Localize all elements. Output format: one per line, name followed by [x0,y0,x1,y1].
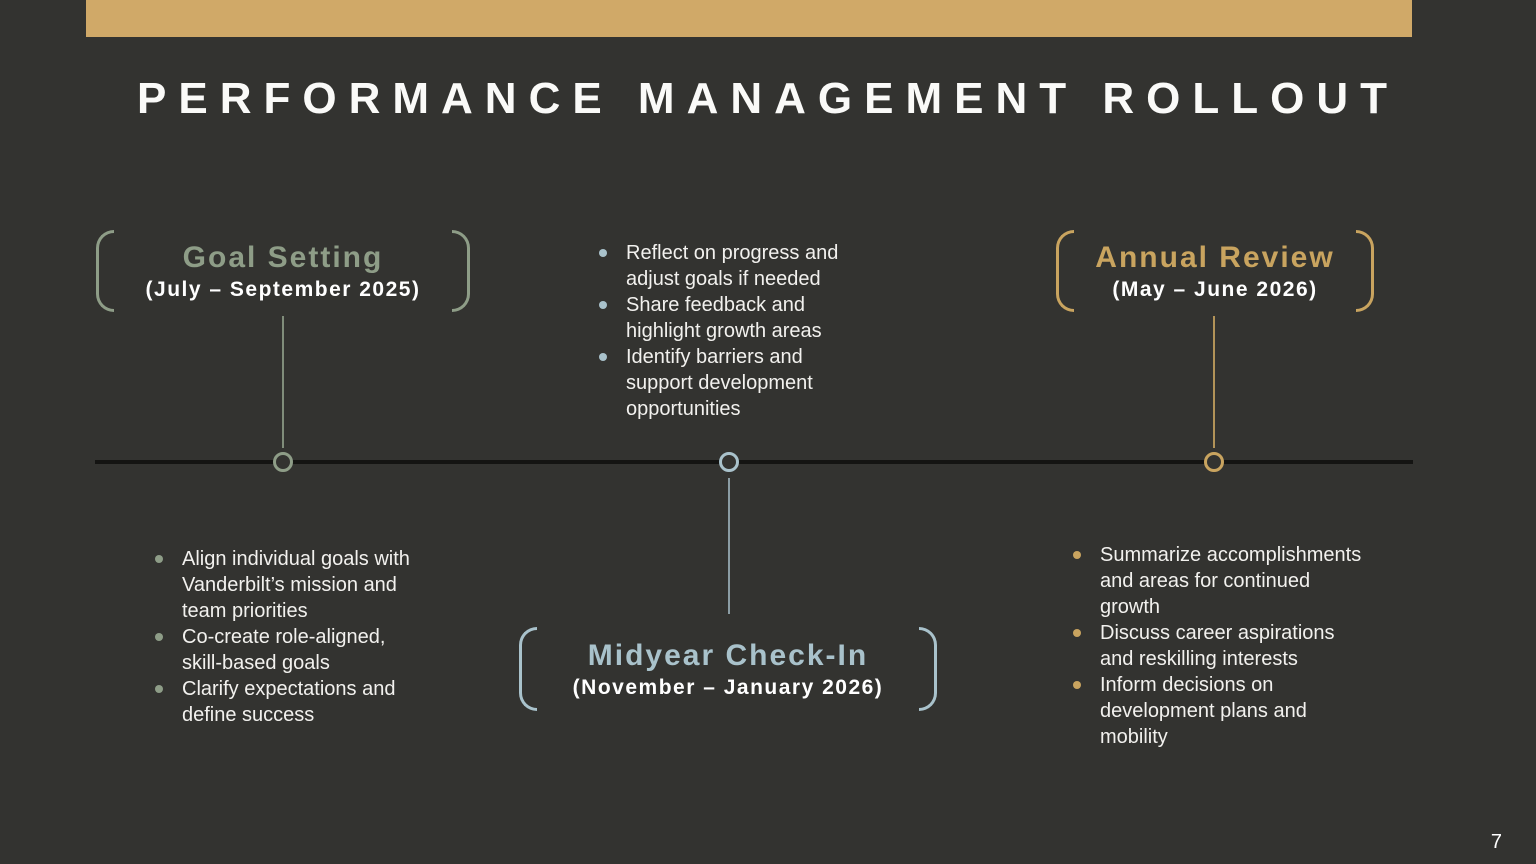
list-item: Co-create role-aligned, skill-based goal… [146,624,416,676]
right-bracket-icon [1356,230,1374,312]
connector-line-goal-setting [282,316,284,448]
phase-title-goal-setting: Goal Setting [182,240,384,274]
right-bracket-icon [919,627,937,711]
list-item: Share feedback and highlight growth area… [590,292,868,344]
bullet-list-annual-review: Summarize accomplishments and areas for … [1064,542,1369,750]
right-bracket-icon [452,230,470,312]
phase-title-annual-review: Annual Review [1095,240,1335,274]
connector-line-annual-review [1213,316,1215,448]
left-bracket-icon [96,230,114,312]
page-number: 7 [1490,831,1502,853]
left-bracket-icon [1056,230,1074,312]
phase-label-content: Goal Setting (July – September 2025) [114,230,452,312]
phase-label-annual-review: Annual Review (May – June 2026) [1056,230,1374,312]
list-item: Reflect on progress and adjust goals if … [590,240,868,292]
timeline-marker-annual-review-icon [1204,452,1224,472]
left-bracket-icon [519,627,537,711]
phase-dates-annual-review: (May – June 2026) [1112,277,1318,301]
timeline-marker-goal-setting-icon [273,452,293,472]
top-accent-bar [86,0,1412,37]
list-item: Clarify expectations and define success [146,676,416,728]
bullet-list-midyear-check-in: Reflect on progress and adjust goals if … [590,240,868,422]
slide-title: PERFORMANCE MANAGEMENT ROLLOUT [137,74,1399,123]
list-item: Summarize accomplishments and areas for … [1064,542,1369,620]
connector-line-midyear-check-in [728,478,730,614]
phase-label-goal-setting: Goal Setting (July – September 2025) [96,230,470,312]
timeline-line [95,460,1413,464]
bullet-list-goal-setting: Align individual goals with Vanderbilt’s… [146,546,416,728]
list-item: Discuss career aspirations and reskillin… [1064,620,1369,672]
phase-label-content: Midyear Check-In (November – January 202… [537,627,919,711]
list-item: Align individual goals with Vanderbilt’s… [146,546,416,624]
phase-title-midyear-check-in: Midyear Check-In [587,638,869,672]
phase-label-midyear-check-in: Midyear Check-In (November – January 202… [519,627,937,711]
phase-label-content: Annual Review (May – June 2026) [1074,230,1356,312]
list-item: Identify barriers and support developmen… [590,344,868,422]
list-item: Inform decisions on development plans an… [1064,672,1369,750]
phase-dates-midyear-check-in: (November – January 2026) [572,675,884,699]
timeline-marker-midyear-check-in-icon [719,452,739,472]
phase-dates-goal-setting: (July – September 2025) [145,277,421,301]
